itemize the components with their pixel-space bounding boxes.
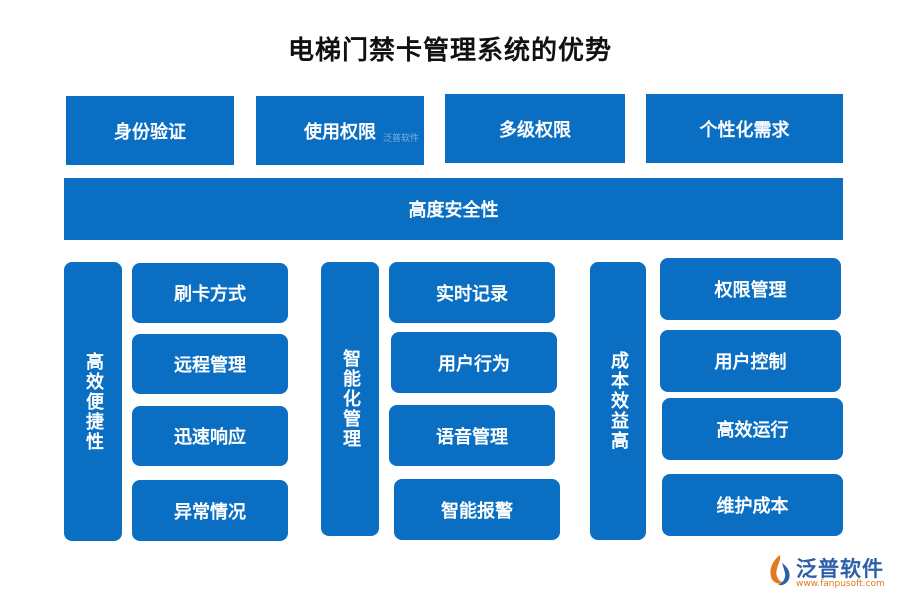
group-item: 实时记录 (389, 262, 555, 323)
top-box-identity: 身份验证 (66, 96, 234, 165)
logo-url: www.fanpusoft.com (796, 579, 885, 589)
group-item: 刷卡方式 (132, 263, 288, 323)
logo-name: 泛普软件 (796, 557, 884, 581)
brand-logo: 泛普软件 www.fanpusoft.com (766, 551, 896, 593)
group-item: 权限管理 (660, 258, 841, 320)
group-item: 远程管理 (132, 334, 288, 394)
group-item: 异常情况 (132, 480, 288, 541)
group-item: 语音管理 (389, 405, 555, 466)
group-item: 迅速响应 (132, 406, 288, 466)
group-item: 智能报警 (394, 479, 560, 540)
diagram-title: 电梯门禁卡管理系统的优势 (287, 36, 612, 66)
banner-security: 高度安全性 (64, 178, 843, 240)
group-item: 高效运行 (662, 398, 843, 460)
logo-icon (770, 555, 790, 586)
top-box-multilevel: 多级权限 (445, 94, 625, 163)
group-label-intelligent: 智能化管理 (321, 262, 379, 536)
group-label-cost: 成本效益高 (590, 262, 646, 540)
group-item: 维护成本 (662, 474, 843, 536)
group-label-text: 成本效益高 (608, 351, 629, 451)
group-label-efficiency: 高效便捷性 (64, 262, 122, 541)
group-item: 用户行为 (391, 332, 557, 393)
top-box-personalized: 个性化需求 (646, 94, 843, 163)
group-item: 用户控制 (660, 330, 841, 392)
watermark-text: 泛普软件 (383, 134, 420, 144)
top-box-permission: 使用权限 (256, 96, 424, 165)
group-label-text: 高效便捷性 (83, 351, 104, 452)
group-label-text: 智能化管理 (340, 349, 361, 449)
